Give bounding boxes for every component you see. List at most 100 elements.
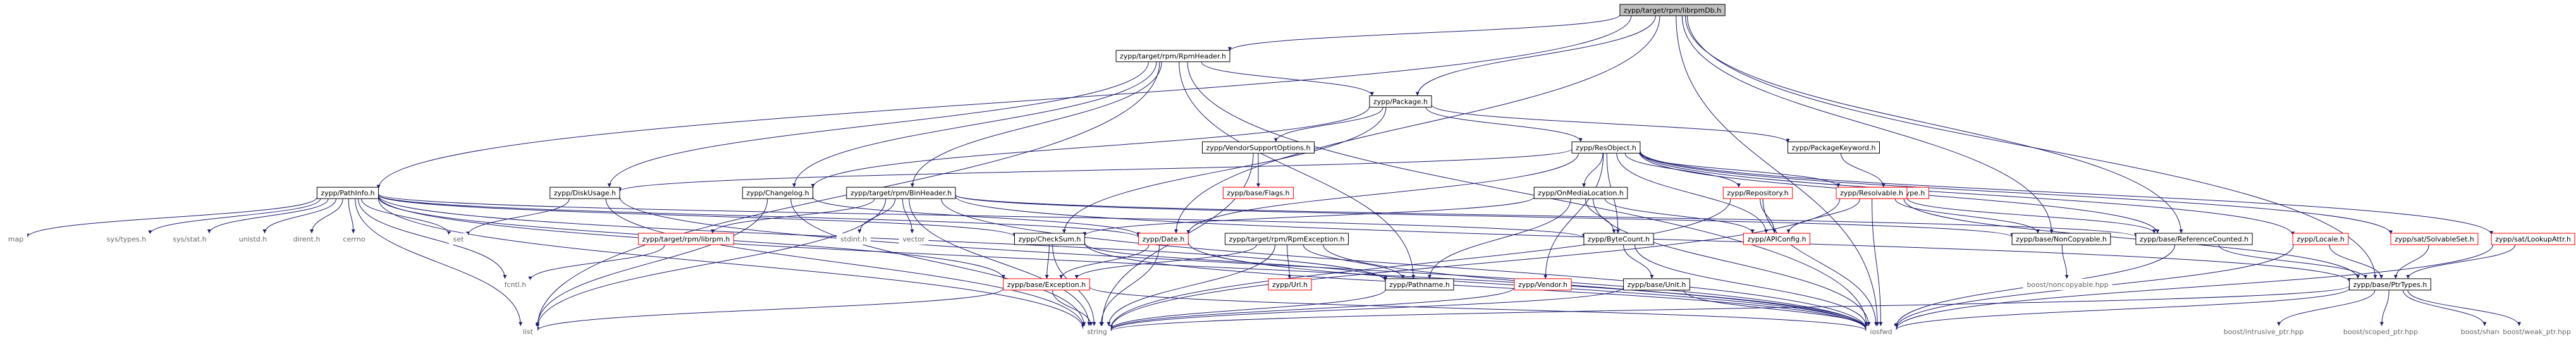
edge-rpmheader-to-binheader: [910, 61, 1162, 188]
node-box-fcntl: [500, 278, 531, 290]
node-label-vendorsupport: zypp/VendorSupportOptions.h: [1206, 143, 1311, 152]
node-label-rpmexception: zypp/target/rpm/RpmException.h: [1229, 235, 1345, 243]
node-label-vector: vector: [903, 235, 925, 243]
edge-package-to-vendorsupport: [1273, 107, 1383, 142]
node-box-checksum: [1014, 233, 1085, 245]
node-box-binheader: [846, 186, 956, 199]
node-label-locale: zypp/Locale.h: [2297, 235, 2345, 243]
edge-rpmheader-to-changelog: [792, 61, 1157, 188]
node-label-baseunit: zypp/base/Unit.h: [1628, 281, 1686, 289]
node-rpmexception[interactable]: zypp/target/rpm/RpmException.h: [1225, 233, 1349, 245]
node-noncopyable[interactable]: zypp/base/NonCopyable.h: [2011, 233, 2111, 245]
node-resolvable[interactable]: zypp/Resolvable.h: [1836, 186, 1908, 199]
node-pathinfo[interactable]: zypp/PathInfo.h: [316, 186, 379, 199]
edge-resolvable-to-iosfwd: [1872, 198, 1883, 326]
node-box-solvableset: [2390, 233, 2479, 245]
node-label-lookupattr: zypp/sat/LookupAttr.h: [2495, 235, 2571, 243]
node-changelog[interactable]: zypp/Changelog.h: [742, 186, 814, 199]
node-box-refcounted: [2135, 233, 2253, 245]
node-box-resobject: [1571, 141, 1641, 154]
node-url[interactable]: zypp/Url.h: [1268, 278, 1312, 291]
edge-rpmheader-to-diskusage: [607, 61, 1149, 188]
node-resobject[interactable]: zypp/ResObject.h: [1571, 141, 1641, 154]
node-rpmheader[interactable]: zypp/target/rpm/RpmHeader.h: [1115, 50, 1230, 63]
node-librpm[interactable]: zypp/target/rpm/librpm.h: [638, 233, 734, 245]
node-label-repository: zypp/Repository.h: [1727, 189, 1788, 197]
node-label-packagekeyword: zypp/PackageKeyword.h: [1792, 143, 1876, 152]
node-box-url: [1268, 278, 1312, 291]
edge-root-to-refcounted: [1685, 15, 2183, 234]
node-box-pathinfo: [316, 186, 379, 199]
node-label-ptrtypes: zypp/base/PtrTypes.h: [2353, 281, 2427, 289]
node-bytecount[interactable]: zypp/ByteCount.h: [1583, 233, 1654, 245]
node-solvableset[interactable]: zypp/sat/SolvableSet.h: [2390, 233, 2479, 245]
edge-resobject-to-resolvable: [1639, 153, 1841, 188]
edge-onmedialoc-to-bytecount: [1585, 198, 1616, 234]
node-label-iosfwd: iosfwd: [1870, 328, 1892, 336]
edge-package-to-packagekeyword: [1431, 104, 1790, 143]
edge-diskusage-to-iosfwd: [619, 197, 1868, 331]
edge-rpmexception-to-pathname: [1303, 244, 1405, 279]
edge-root-to-rpmheader: [1228, 15, 1621, 51]
node-label-map: map: [8, 235, 23, 243]
edge-resolvable-to-apiconfig: [1786, 198, 1860, 234]
node-label-boostnoncopyable: boost/noncopyable.hpp: [2027, 281, 2108, 289]
node-box-pathname: [1385, 278, 1454, 291]
edge-pathinfo-to-dirent: [310, 198, 343, 234]
node-onmedialoc[interactable]: zypp/OnMediaLocation.h: [1533, 186, 1628, 199]
node-label-set: set: [453, 235, 464, 243]
edge-librpm-to-fcntl: [528, 244, 665, 281]
node-label-refcounted: zypp/base/ReferenceCounted.h: [2140, 235, 2248, 243]
node-binheader[interactable]: zypp/target/rpm/BinHeader.h: [846, 186, 956, 199]
node-baseexception[interactable]: zypp/base/Exception.h: [1003, 278, 1090, 291]
node-label-bytecount: zypp/ByteCount.h: [1588, 235, 1650, 243]
node-refcounted[interactable]: zypp/base/ReferenceCounted.h: [2135, 233, 2253, 245]
node-baseunit[interactable]: zypp/base/Unit.h: [1623, 278, 1690, 291]
node-diskusage[interactable]: zypp/DiskUsage.h: [549, 186, 620, 199]
node-fcntl: fcntl.h: [500, 278, 531, 290]
node-apiconfig[interactable]: zypp/APIConfig.h: [1743, 233, 1810, 245]
node-vendorsupport[interactable]: zypp/VendorSupportOptions.h: [1202, 141, 1315, 154]
node-repository[interactable]: zypp/Repository.h: [1722, 186, 1793, 199]
edge-baseexception-to-iosfwd: [1089, 286, 1868, 331]
edge-pathinfo-to-bytecount: [378, 193, 1586, 238]
node-label-solvableset: zypp/sat/SolvableSet.h: [2395, 235, 2474, 243]
node-box-dirent: [289, 233, 324, 245]
node-package[interactable]: zypp/Package.h: [1369, 95, 1432, 107]
node-label-date: zypp/Date.h: [1143, 235, 1185, 243]
edge-repository-to-string: [1108, 198, 1731, 329]
node-lookupattr[interactable]: zypp/sat/LookupAttr.h: [2491, 233, 2575, 245]
edge-rpmexception-to-baseexception: [1074, 244, 1257, 279]
edge-binheader-to-librpm: [711, 198, 875, 234]
node-label-diskusage: zypp/DiskUsage.h: [554, 189, 616, 197]
node-box-string: [1083, 326, 1111, 338]
edge-packagekeyword-to-idstringtype: [1840, 153, 1886, 188]
edge-pathinfo-to-sysstat: [207, 198, 329, 234]
node-baseflags[interactable]: zypp/base/Flags.h: [1222, 186, 1294, 199]
node-label-rpmheader: zypp/target/rpm/RpmHeader.h: [1120, 52, 1226, 61]
edge-binheader-to-list: [536, 198, 886, 329]
node-label-librpm: zypp/target/rpm/librpm.h: [642, 235, 730, 243]
edge-pathinfo-to-date: [378, 194, 1141, 238]
node-root[interactable]: zypp/target/rpm/librpmDb.h: [1619, 4, 1726, 16]
node-map: map: [4, 233, 28, 245]
node-locale[interactable]: zypp/Locale.h: [2292, 233, 2349, 245]
node-ptrtypes[interactable]: zypp/base/PtrTypes.h: [2349, 278, 2431, 291]
edge-rpmheader-to-package: [1201, 61, 1374, 96]
node-box-lookupattr: [2491, 233, 2575, 245]
node-date[interactable]: zypp/Date.h: [1138, 233, 1189, 245]
edge-resobject-to-lookupattr: [1640, 150, 2494, 235]
node-label-baseflags: zypp/base/Flags.h: [1227, 189, 1289, 197]
edge-baseexception-to-list: [536, 288, 1004, 331]
node-label-changelog: zypp/Changelog.h: [746, 189, 809, 197]
edge-resobject-to-apiconfig: [1616, 153, 1769, 234]
node-pathname[interactable]: zypp/Pathname.h: [1385, 278, 1454, 291]
node-box-unistd: [235, 233, 271, 245]
node-vendor[interactable]: zypp/Vendor.h: [1514, 278, 1572, 291]
node-checksum[interactable]: zypp/CheckSum.h: [1014, 233, 1085, 245]
edge-resobject-to-repository: [1624, 153, 1741, 188]
node-packagekeyword[interactable]: zypp/PackageKeyword.h: [1788, 141, 1880, 154]
edge-baseunit-to-iosfwd: [1683, 290, 1868, 329]
node-label-resobject: zypp/ResObject.h: [1576, 143, 1636, 152]
node-box-stdint: [837, 233, 871, 245]
